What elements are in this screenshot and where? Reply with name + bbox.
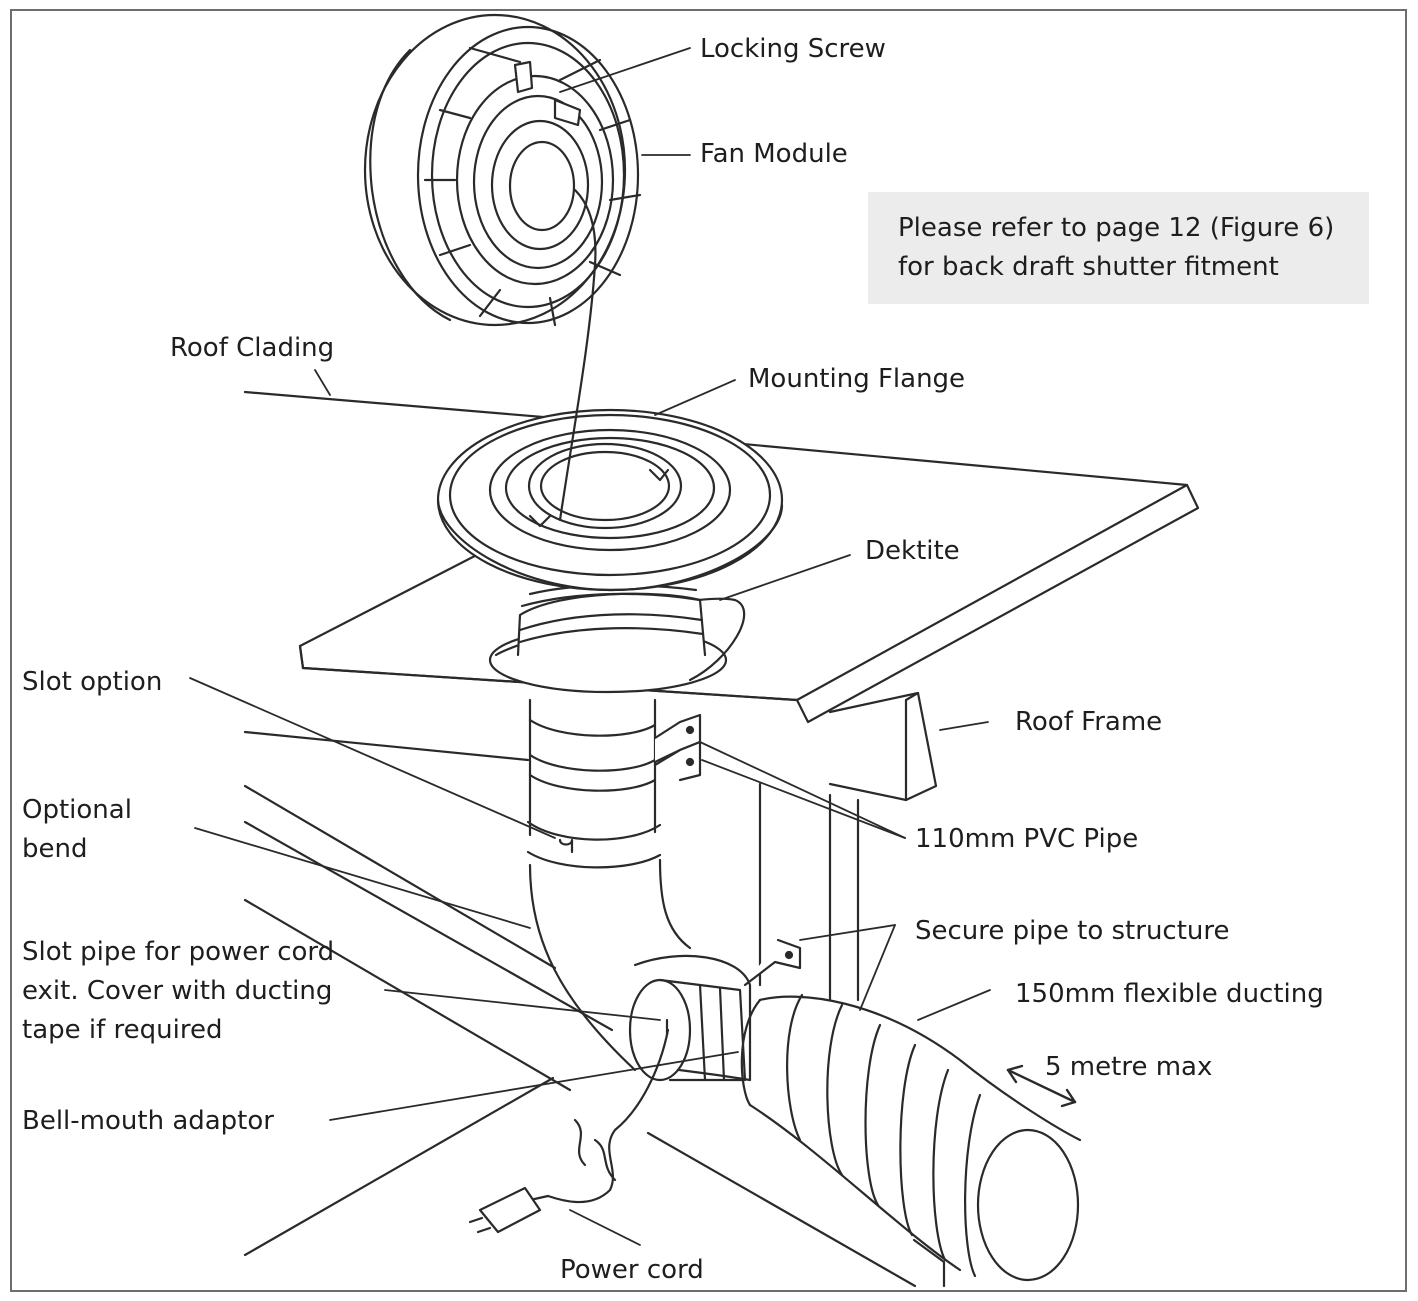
label-bell-mouth: Bell-mouth adaptor: [22, 1106, 274, 1136]
label-slot-pipe-line1: Slot pipe for power cord: [22, 937, 335, 967]
label-pvc-pipe: 110mm PVC Pipe: [915, 824, 1139, 854]
label-mounting-flange: Mounting Flange: [748, 364, 966, 394]
roof-frame-structure: [758, 691, 946, 1288]
label-roof-frame: Roof Frame: [1015, 707, 1163, 737]
label-optional-bend-line2: bend: [22, 834, 88, 864]
label-slot-pipe-line2: exit. Cover with ducting: [22, 976, 333, 1006]
label-power-cord: Power cord: [560, 1255, 704, 1285]
label-max-length: 5 metre max: [1045, 1052, 1213, 1082]
ceiling-lines: [243, 730, 917, 1288]
label-slot-pipe-line3: tape if required: [22, 1015, 223, 1045]
label-dektite: Dektite: [865, 536, 960, 566]
dektite-boot: [488, 584, 746, 694]
diagram-frame: [10, 9, 1407, 1292]
label-fan-module: Fan Module: [700, 139, 848, 169]
label-flexible-ducting: 150mm flexible ducting: [1015, 979, 1324, 1009]
label-optional-bend-line1: Optional: [22, 795, 132, 825]
leader-lines: [189, 47, 991, 1246]
label-slot-option: Slot option: [22, 667, 163, 697]
mounting-flange: [436, 408, 784, 592]
pvc-pipe: [526, 698, 662, 869]
label-secure-pipe: Secure pipe to structure: [915, 916, 1230, 946]
fitment-note: Please refer to page 12 (Figure 6) for b…: [868, 192, 1369, 304]
fan-module: [363, 13, 642, 327]
optional-bend: [528, 858, 752, 1082]
label-roof-clading: Roof Clading: [170, 333, 335, 363]
note-line-2: for back draft shutter fitment: [898, 252, 1279, 282]
length-arrow: [1006, 1064, 1077, 1108]
fan-power-cord: [558, 188, 597, 522]
bell-mouth-adaptor: [628, 978, 747, 1082]
fitment-note-text: Please refer to page 12 (Figure 6) for b…: [898, 209, 1334, 287]
pipe-brackets: [653, 713, 802, 987]
wall-power-cord: [468, 1028, 670, 1234]
flexible-ducting: [740, 993, 1082, 1282]
note-line-1: Please refer to page 12 (Figure 6): [898, 213, 1335, 243]
label-locking-screw: Locking Screw: [700, 34, 886, 64]
